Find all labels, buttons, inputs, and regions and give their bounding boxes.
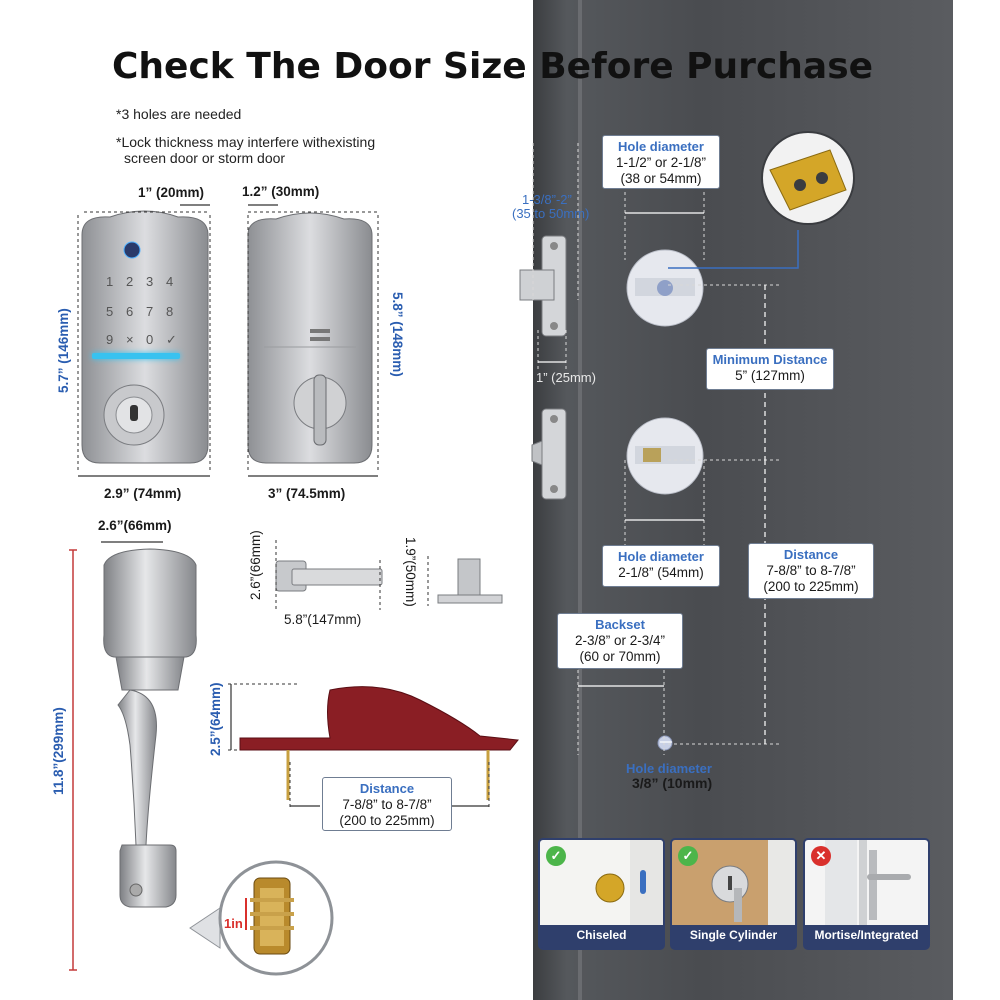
hole-diameter-small-value: 3/8” (10mm) — [632, 775, 713, 791]
door-type-label: Single Cylinder — [689, 928, 778, 942]
note-thickness-line1: *Lock thickness may interfere withexisti… — [116, 134, 376, 150]
door-type-label: Chiseled — [576, 928, 627, 942]
keypad-key[interactable]: 7 — [146, 304, 154, 319]
deadbolt-back — [247, 212, 373, 464]
keypad-lock-front — [81, 210, 209, 464]
keypad-key[interactable]: 3 — [146, 274, 154, 289]
keypad-key[interactable]: 9 — [106, 332, 114, 347]
door-edge — [578, 0, 582, 1000]
latch-bottom — [531, 408, 567, 500]
hole-diameter-mid-heading: Hole diameter — [618, 549, 704, 564]
check-icon: ✓ — [678, 846, 698, 866]
keypad-key[interactable]: × — [126, 332, 134, 347]
inner-distance-value-mm: (200 to 225mm) — [339, 813, 435, 828]
dim-door-thickness: 1-3/8”-2” — [522, 192, 572, 207]
distance-right-box: Distance 7-8/8” to 8-7/8” (200 to 225mm) — [748, 543, 874, 599]
door-type-card-single-cylinder: ✓ Single Cylinder — [670, 838, 797, 950]
keypad-key[interactable]: 4 — [166, 274, 174, 289]
dim-handle-width: 2.6”(66mm) — [98, 518, 172, 533]
right-margin — [953, 0, 1000, 1000]
keypad-key[interactable]: 8 — [166, 304, 174, 319]
keypad-key[interactable]: 6 — [126, 304, 134, 319]
latch-top — [519, 235, 567, 337]
hole-diameter-mid-box: Hole diameter 2-1/8” (54mm) — [602, 545, 720, 587]
chiseled-door-image — [540, 840, 663, 925]
small-hole — [657, 735, 673, 751]
check-icon: ✓ — [546, 846, 566, 866]
keypad-light-bar — [92, 353, 180, 359]
dim-front-depth: 1” (20mm) — [138, 185, 205, 200]
dim-front-width: 2.9” (74mm) — [104, 486, 182, 501]
distance-right-value-mm: (200 to 225mm) — [763, 579, 859, 594]
keypad-key[interactable]: 1 — [106, 274, 114, 289]
door-type-card-chiseled: ✓ Chiseled — [538, 838, 665, 950]
backset-value-mm: (60 or 70mm) — [579, 649, 661, 664]
dim-door-thickness-mm: (35 to 50mm) — [512, 206, 590, 221]
note-holes: *3 holes are needed — [116, 106, 242, 122]
dim-back-depth: 1.2” (30mm) — [242, 184, 320, 199]
hole-diameter-top-value: 1-1/2” or 2-1/8” — [615, 155, 707, 170]
keypad-key[interactable]: 5 — [106, 304, 114, 319]
minimum-distance-value: 5” (127mm) — [735, 368, 805, 383]
hole-diameter-top-box: Hole diameter 1-1/2” or 2-1/8” (38 or 54… — [602, 135, 720, 189]
lever-handle — [275, 560, 383, 592]
bolt-detail-callout — [761, 131, 855, 225]
dim-lever-width: 5.8”(147mm) — [284, 612, 362, 627]
dim-latch-width: 1” (25mm) — [536, 370, 596, 385]
door-type-label: Mortise/Integrated — [814, 928, 919, 942]
spindle-detail — [189, 860, 334, 976]
dim-spindle: 1in — [224, 916, 243, 931]
strike-plate — [437, 558, 503, 604]
inner-distance-box: Distance 7-8/8” to 8-7/8” (200 to 225mm) — [322, 777, 452, 831]
inner-distance-heading: Distance — [359, 781, 415, 796]
inner-escutcheon — [239, 686, 519, 800]
keypad-key[interactable]: ✓ — [166, 332, 177, 347]
hole-diameter-mid-value: 2-1/8” (54mm) — [618, 565, 704, 580]
keypad-key[interactable]: 2 — [126, 274, 134, 289]
door-type-card-mortise: ✕ Mortise/Integrated — [803, 838, 930, 950]
backset-box: Backset 2-3/8” or 2-3/4” (60 or 70mm) — [557, 613, 683, 669]
bore-hole-top — [626, 249, 704, 327]
page-title: Check The Door Size Before Purchase — [112, 46, 874, 87]
backset-value: 2-3/8” or 2-3/4” — [574, 633, 666, 648]
minimum-distance-box: Minimum Distance 5” (127mm) — [706, 348, 834, 390]
bore-hole-mid — [626, 417, 704, 495]
backset-heading: Backset — [595, 617, 645, 632]
distance-right-value: 7-8/8” to 8-7/8” — [766, 563, 856, 578]
close-icon: ✕ — [811, 846, 831, 866]
note-thickness-line2: screen door or storm door — [124, 150, 286, 166]
hole-diameter-top-value-mm: (38 or 54mm) — [620, 171, 702, 186]
hole-diameter-small-heading: Hole diameter — [626, 761, 712, 776]
dim-back-width: 3” (74.5mm) — [268, 486, 346, 501]
hole-diameter-top-heading: Hole diameter — [618, 139, 704, 154]
distance-right-heading: Distance — [783, 547, 839, 562]
minimum-distance-heading: Minimum Distance — [712, 352, 828, 367]
keypad-key[interactable]: 0 — [146, 332, 154, 347]
inner-distance-value: 7-8/8” to 8-7/8” — [342, 797, 432, 812]
handle-set — [103, 548, 197, 908]
